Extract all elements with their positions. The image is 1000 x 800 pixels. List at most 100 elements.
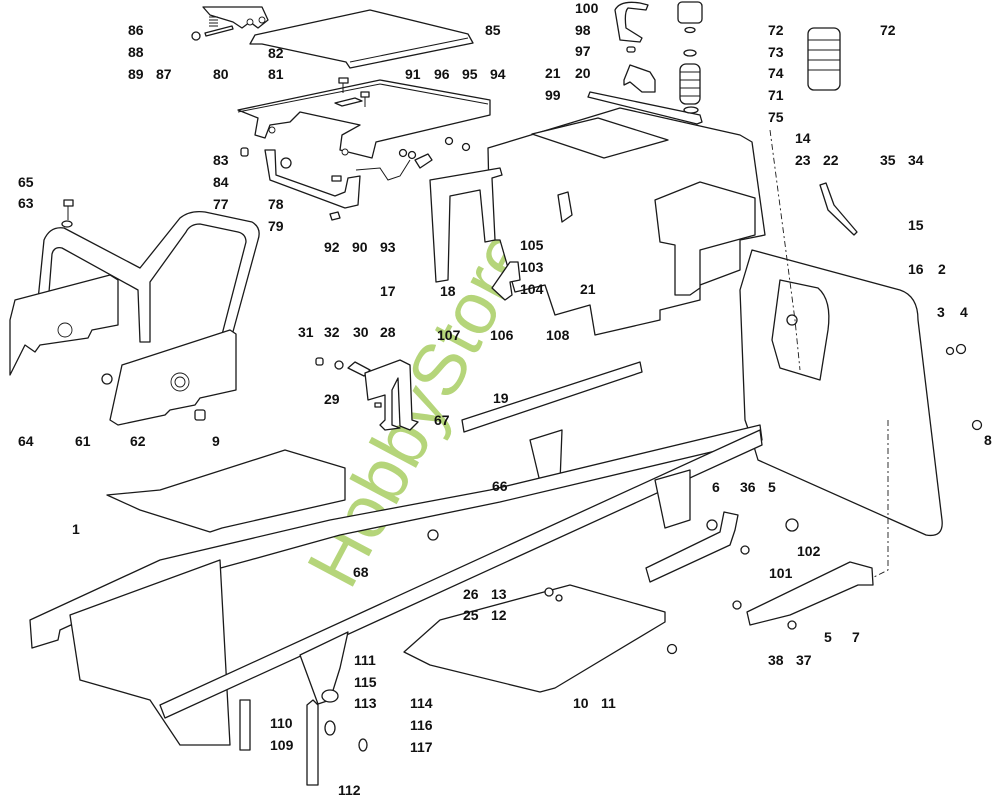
callout-38: 38 [768,652,784,668]
callout-104: 104 [520,281,544,297]
callout-75: 75 [768,109,784,125]
callout-92: 92 [324,239,340,255]
callout-67: 67 [434,412,450,428]
callout-99: 99 [545,87,561,103]
callout-7: 7 [852,629,860,645]
callout-18: 18 [440,283,456,299]
callout-64: 64 [18,433,34,449]
callout-82: 82 [268,45,284,61]
callout-34: 34 [908,152,924,168]
part-arms [645,511,874,630]
callout-77: 77 [213,196,229,212]
callout-4: 4 [960,304,968,320]
callout-79: 79 [268,218,284,234]
part-seat-plate [249,9,474,69]
callout-89: 89 [128,66,144,82]
callout-68: 68 [353,564,369,580]
part-lower-bracket [240,136,471,221]
callout-11: 11 [601,695,616,711]
callout-78: 78 [268,196,284,212]
callout-84: 84 [213,174,229,190]
callout-66: 66 [492,478,508,494]
callout-36: 36 [740,479,756,495]
callout-91: 91 [405,66,421,82]
callout-14: 14 [795,130,811,146]
callout-29: 29 [324,391,340,407]
callout-1: 1 [72,521,80,537]
callout-112: 112 [338,782,361,798]
part-washer-small [191,31,201,41]
callout-21b: 21 [580,281,596,297]
callout-22: 22 [823,152,839,168]
callout-19: 19 [493,390,509,406]
callout-10: 10 [573,695,589,711]
part-bumper [9,199,260,426]
callout-113: 113 [354,695,377,711]
callout-109: 109 [270,737,294,753]
part-seat-screws [334,77,370,107]
callout-106: 106 [490,327,514,343]
callout-101: 101 [769,565,793,581]
callout-108: 108 [546,327,570,343]
callout-93: 93 [380,239,396,255]
callout-23: 23 [795,152,811,168]
callout-37: 37 [796,652,812,668]
callout-20: 20 [575,65,591,81]
callout-88: 88 [128,44,144,60]
callout-107: 107 [437,327,461,343]
callout-71: 71 [768,87,784,103]
callout-90: 90 [352,239,368,255]
callout-81: 81 [268,66,284,82]
part-frame [29,361,763,746]
callout-2: 2 [938,261,946,277]
callout-15: 15 [908,217,924,233]
callout-96: 96 [434,66,450,82]
callout-117: 117 [410,739,433,755]
callout-73: 73 [768,44,784,60]
callout-72a: 72 [768,22,784,38]
callout-80: 80 [213,66,229,82]
callout-13: 13 [491,586,507,602]
callout-16: 16 [908,261,924,277]
callout-83: 83 [213,152,229,168]
callout-21a: 21 [545,65,561,81]
callout-98: 98 [575,22,591,38]
part-top-parts [587,1,841,125]
part-spring-small [209,16,218,27]
callout-87: 87 [156,66,172,82]
part-tower [429,107,858,336]
callout-35: 35 [880,152,896,168]
assembly-guide-lines [769,129,889,579]
callout-25: 25 [463,607,479,623]
callout-32: 32 [324,324,340,340]
callout-86: 86 [128,22,144,38]
callout-17: 17 [380,283,396,299]
callout-61: 61 [75,433,91,449]
callout-114: 114 [410,695,433,711]
callout-65: 65 [18,174,34,190]
callout-12: 12 [491,607,507,623]
part-rear-panel [739,249,983,537]
callout-62: 62 [130,433,146,449]
callout-97: 97 [575,43,591,59]
part-seat-support [237,79,491,159]
callout-111: 111 [354,652,376,668]
callout-103: 103 [520,259,544,275]
callout-105: 105 [520,237,544,253]
callout-110: 110 [270,715,293,731]
callout-30: 30 [353,324,369,340]
callout-74: 74 [768,65,784,81]
part-bracket-group [315,357,419,431]
callout-95: 95 [462,66,478,82]
callout-100: 100 [575,0,599,16]
callout-9: 9 [212,433,220,449]
callout-115: 115 [354,674,377,690]
callout-31: 31 [298,324,314,340]
callout-5a: 5 [768,479,776,495]
callout-63: 63 [18,195,34,211]
callout-94: 94 [490,66,506,82]
callout-85: 85 [485,22,501,38]
callout-102: 102 [797,543,821,559]
